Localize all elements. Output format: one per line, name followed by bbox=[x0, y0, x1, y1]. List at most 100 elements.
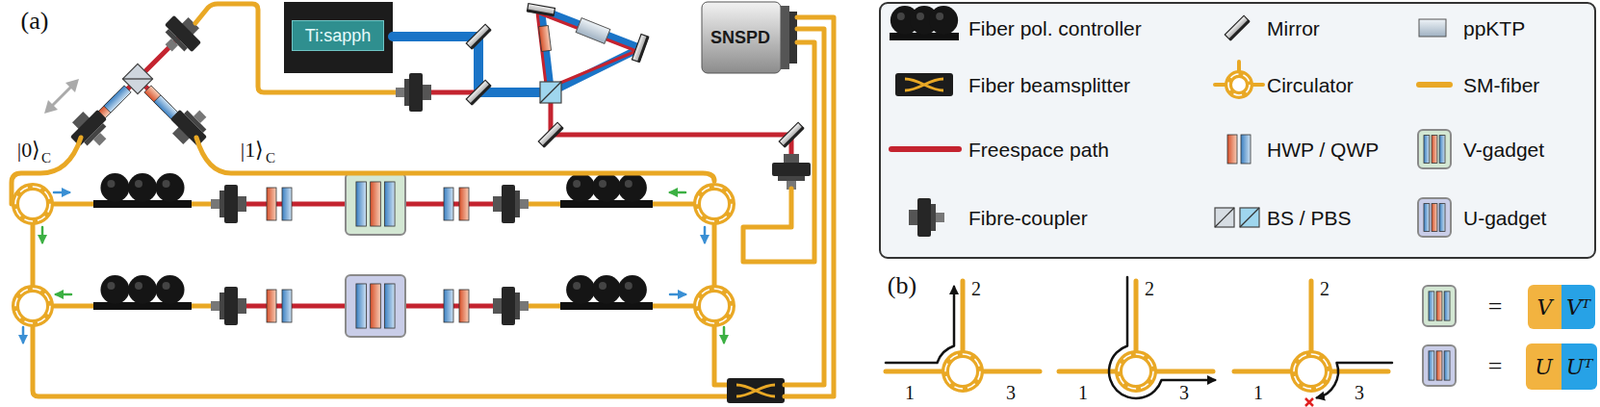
matrix-symbol: Vᵀ bbox=[1561, 295, 1596, 320]
fiber-coupler bbox=[492, 286, 529, 326]
fiber bbox=[1419, 81, 1450, 88]
route-arrow bbox=[55, 293, 72, 297]
device-label: SNSPD bbox=[710, 27, 771, 49]
ppktp-crystal bbox=[1419, 19, 1446, 37]
route-arrow bbox=[22, 327, 26, 343]
matrix-symbol: V bbox=[1527, 295, 1562, 320]
port-number: 3 bbox=[1179, 383, 1189, 403]
circulator bbox=[15, 288, 51, 324]
pump-beam bbox=[541, 9, 641, 93]
mirror bbox=[538, 122, 564, 148]
legend-text: Mirror bbox=[1266, 18, 1320, 39]
fiber bbox=[885, 369, 944, 375]
freespace-path bbox=[423, 90, 479, 96]
circulator bbox=[1228, 74, 1250, 96]
state-label: |0⟩ bbox=[17, 139, 41, 161]
mirror bbox=[465, 24, 491, 50]
legend-text: U-gadget bbox=[1463, 207, 1547, 229]
quarter-wave-plate bbox=[443, 289, 454, 323]
mirror bbox=[778, 122, 804, 148]
fiber-coupler bbox=[164, 100, 217, 153]
port-number: 1 bbox=[1253, 383, 1264, 403]
mirror bbox=[526, 3, 555, 18]
freespace-path bbox=[550, 92, 792, 155]
route-arrow bbox=[670, 191, 686, 195]
laser-label-box: Ti:sapph bbox=[291, 20, 385, 52]
quarter-wave-plate bbox=[1240, 134, 1251, 164]
legend-text: V-gadget bbox=[1463, 139, 1545, 160]
polarizing-beamsplitter bbox=[540, 81, 562, 104]
half-wave-plate bbox=[459, 187, 469, 221]
fiber bbox=[981, 369, 1040, 375]
quarter-wave-plate bbox=[443, 187, 454, 221]
port-number: 1 bbox=[1078, 383, 1088, 403]
gadget-equivalent: VVᵀ bbox=[1527, 284, 1596, 330]
panel-label: (a) bbox=[21, 8, 50, 34]
fiber-coupler bbox=[64, 103, 117, 156]
fiber bbox=[30, 223, 36, 287]
device-label: Ti:sapph bbox=[305, 25, 371, 47]
half-wave-plate bbox=[538, 25, 551, 52]
u-gadget bbox=[1418, 198, 1451, 237]
circulator bbox=[696, 288, 732, 324]
port-number: 2 bbox=[1144, 279, 1155, 299]
port-number: 2 bbox=[1319, 279, 1330, 299]
half-wave-plate bbox=[1227, 134, 1238, 164]
equals-sign: = bbox=[1488, 354, 1503, 380]
quarter-wave-plate bbox=[282, 289, 292, 323]
fiber-coupler bbox=[492, 184, 529, 224]
blocked-mark bbox=[1305, 398, 1314, 407]
circulator bbox=[1118, 354, 1154, 389]
port-number: 3 bbox=[1354, 383, 1365, 403]
translation-arrow bbox=[44, 78, 79, 114]
fiber bbox=[1134, 281, 1139, 353]
fiber bbox=[32, 325, 727, 397]
v-gadget bbox=[1422, 285, 1456, 327]
legend-text: Fiber beamsplitter bbox=[968, 75, 1131, 96]
port-number: 2 bbox=[971, 279, 981, 299]
fiber bbox=[743, 42, 815, 262]
route-arrow bbox=[53, 191, 70, 195]
beamsplitter-cube bbox=[1214, 207, 1235, 228]
legend-text: ppKTP bbox=[1463, 18, 1525, 39]
fiber-coupler bbox=[210, 184, 247, 224]
legend-text: Circulator bbox=[1266, 75, 1354, 96]
half-wave-plate bbox=[266, 187, 277, 221]
matrix-symbol: Uᵀ bbox=[1561, 355, 1598, 380]
fiber-beamsplitter bbox=[895, 73, 954, 97]
u-gadget bbox=[345, 275, 406, 337]
fiber bbox=[1234, 369, 1292, 375]
u-gadget bbox=[1422, 345, 1456, 387]
route-arrow bbox=[41, 227, 45, 243]
fiber-pol-controller bbox=[560, 173, 653, 208]
legend-text: Fiber pol. controller bbox=[968, 18, 1142, 39]
freespace-path bbox=[891, 146, 959, 153]
half-wave-plate bbox=[266, 289, 277, 323]
fiber-coupler bbox=[210, 286, 247, 326]
state-label: C bbox=[265, 151, 276, 166]
equals-sign: = bbox=[1488, 294, 1503, 320]
polarizing-beamsplitter bbox=[1239, 207, 1260, 228]
gadget-equivalent: UUᵀ bbox=[1525, 343, 1598, 390]
route-arrow bbox=[670, 293, 686, 297]
fiber bbox=[196, 137, 715, 181]
legend-text: Fibre-coupler bbox=[968, 207, 1088, 229]
fiber-coupler bbox=[908, 198, 945, 237]
panel-label: (b) bbox=[887, 273, 917, 299]
circulator bbox=[15, 186, 51, 222]
mirror bbox=[631, 33, 649, 62]
signal-arrow bbox=[1109, 277, 1215, 399]
fiber bbox=[712, 223, 718, 287]
fiber bbox=[714, 325, 727, 386]
fiber-pol-controller bbox=[93, 275, 192, 310]
laser bbox=[283, 1, 393, 74]
legend-text: SM-fiber bbox=[1463, 75, 1540, 96]
fiber-coupler bbox=[395, 73, 432, 112]
snspd-detector bbox=[701, 1, 798, 74]
freespace-path bbox=[537, 12, 637, 93]
detector-box: SNSPD bbox=[702, 18, 778, 57]
route-arrow bbox=[703, 227, 707, 243]
port-number: 3 bbox=[1006, 383, 1016, 403]
